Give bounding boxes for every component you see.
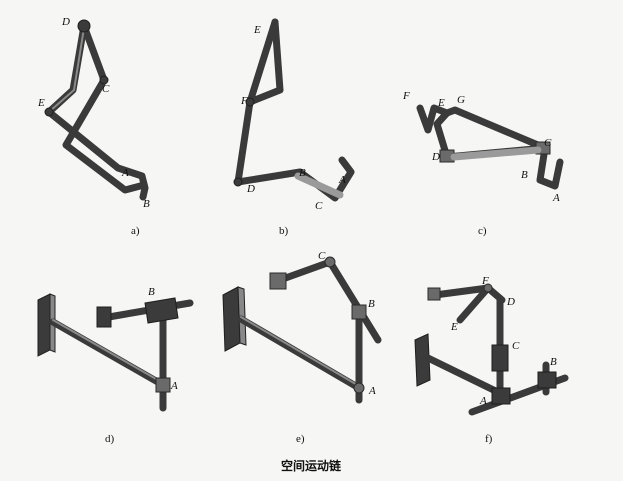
joint-block-a (155, 377, 171, 393)
panel-label-e: e) (296, 433, 305, 445)
joint-label-f: F (240, 95, 248, 107)
joint-label-e: E (253, 24, 261, 36)
joint-block-b (144, 297, 179, 324)
panel-a: D C E A B a) (37, 16, 150, 237)
joint-label-a: A (552, 192, 560, 204)
joint-label-e: E (437, 97, 445, 109)
panel-label-a: a) (131, 225, 140, 237)
joint-label-b: B (550, 356, 557, 368)
joint-label-g: G (457, 94, 465, 106)
panel-c: F E G C D B A c) (402, 90, 564, 237)
panel-b: E F D B A C b) (233, 18, 355, 237)
joint-label-c: C (318, 250, 326, 262)
joint-label-d: D (246, 183, 255, 195)
joint-label-d: D (506, 296, 515, 308)
chain-f (414, 283, 569, 416)
panel-label-d: d) (105, 433, 115, 445)
joint-label-b: B (368, 298, 375, 310)
joint-label-b: B (143, 198, 150, 210)
ground-rod (237, 315, 363, 392)
joint-label-a: A (368, 385, 376, 397)
chain-d (37, 293, 194, 412)
wall-plate (414, 333, 431, 387)
chain-b (233, 18, 355, 202)
joint-label-a: A (121, 167, 129, 179)
joint-label-b: B (148, 286, 155, 298)
joint-label-b: B (521, 169, 528, 181)
panel-d: B A d) (37, 286, 194, 445)
joint-label-e: E (37, 97, 45, 109)
figure-caption: 空间运动链 (281, 458, 342, 473)
light-link (294, 172, 344, 199)
joint-block-b (537, 371, 557, 389)
panel-e: C B A e) (222, 250, 382, 445)
panel-f: F D E C B A f) (414, 275, 569, 445)
joint-label-a: A (479, 395, 487, 407)
joint-ball-d (77, 19, 91, 33)
joint-label-a: A (170, 380, 178, 392)
joint-label-c: C (544, 137, 552, 149)
joint-block-b (351, 304, 367, 320)
panel-label-b: b) (279, 225, 289, 237)
joint-label-d: D (431, 151, 440, 163)
joint-label-c: C (315, 200, 323, 212)
joint-block-a (491, 387, 511, 405)
chain-e (222, 256, 382, 404)
ground-rod (49, 318, 167, 389)
wall-plate (37, 293, 51, 357)
joint-label-d: D (61, 16, 70, 28)
joint-label-b: B (299, 167, 306, 179)
wall-plate (222, 286, 241, 352)
joint-label-a: A (338, 174, 346, 186)
joint-label-e: E (450, 321, 458, 333)
chain-a (44, 19, 149, 201)
joint-label-f: F (402, 90, 410, 102)
chain-c (416, 104, 564, 190)
panel-label-f: f) (485, 433, 493, 445)
panel-label-c: c) (478, 225, 487, 237)
joint-block-c (491, 344, 509, 372)
joint-label-c: C (102, 83, 110, 95)
joint-label-c: C (512, 340, 520, 352)
joint-label-f: F (481, 275, 489, 287)
